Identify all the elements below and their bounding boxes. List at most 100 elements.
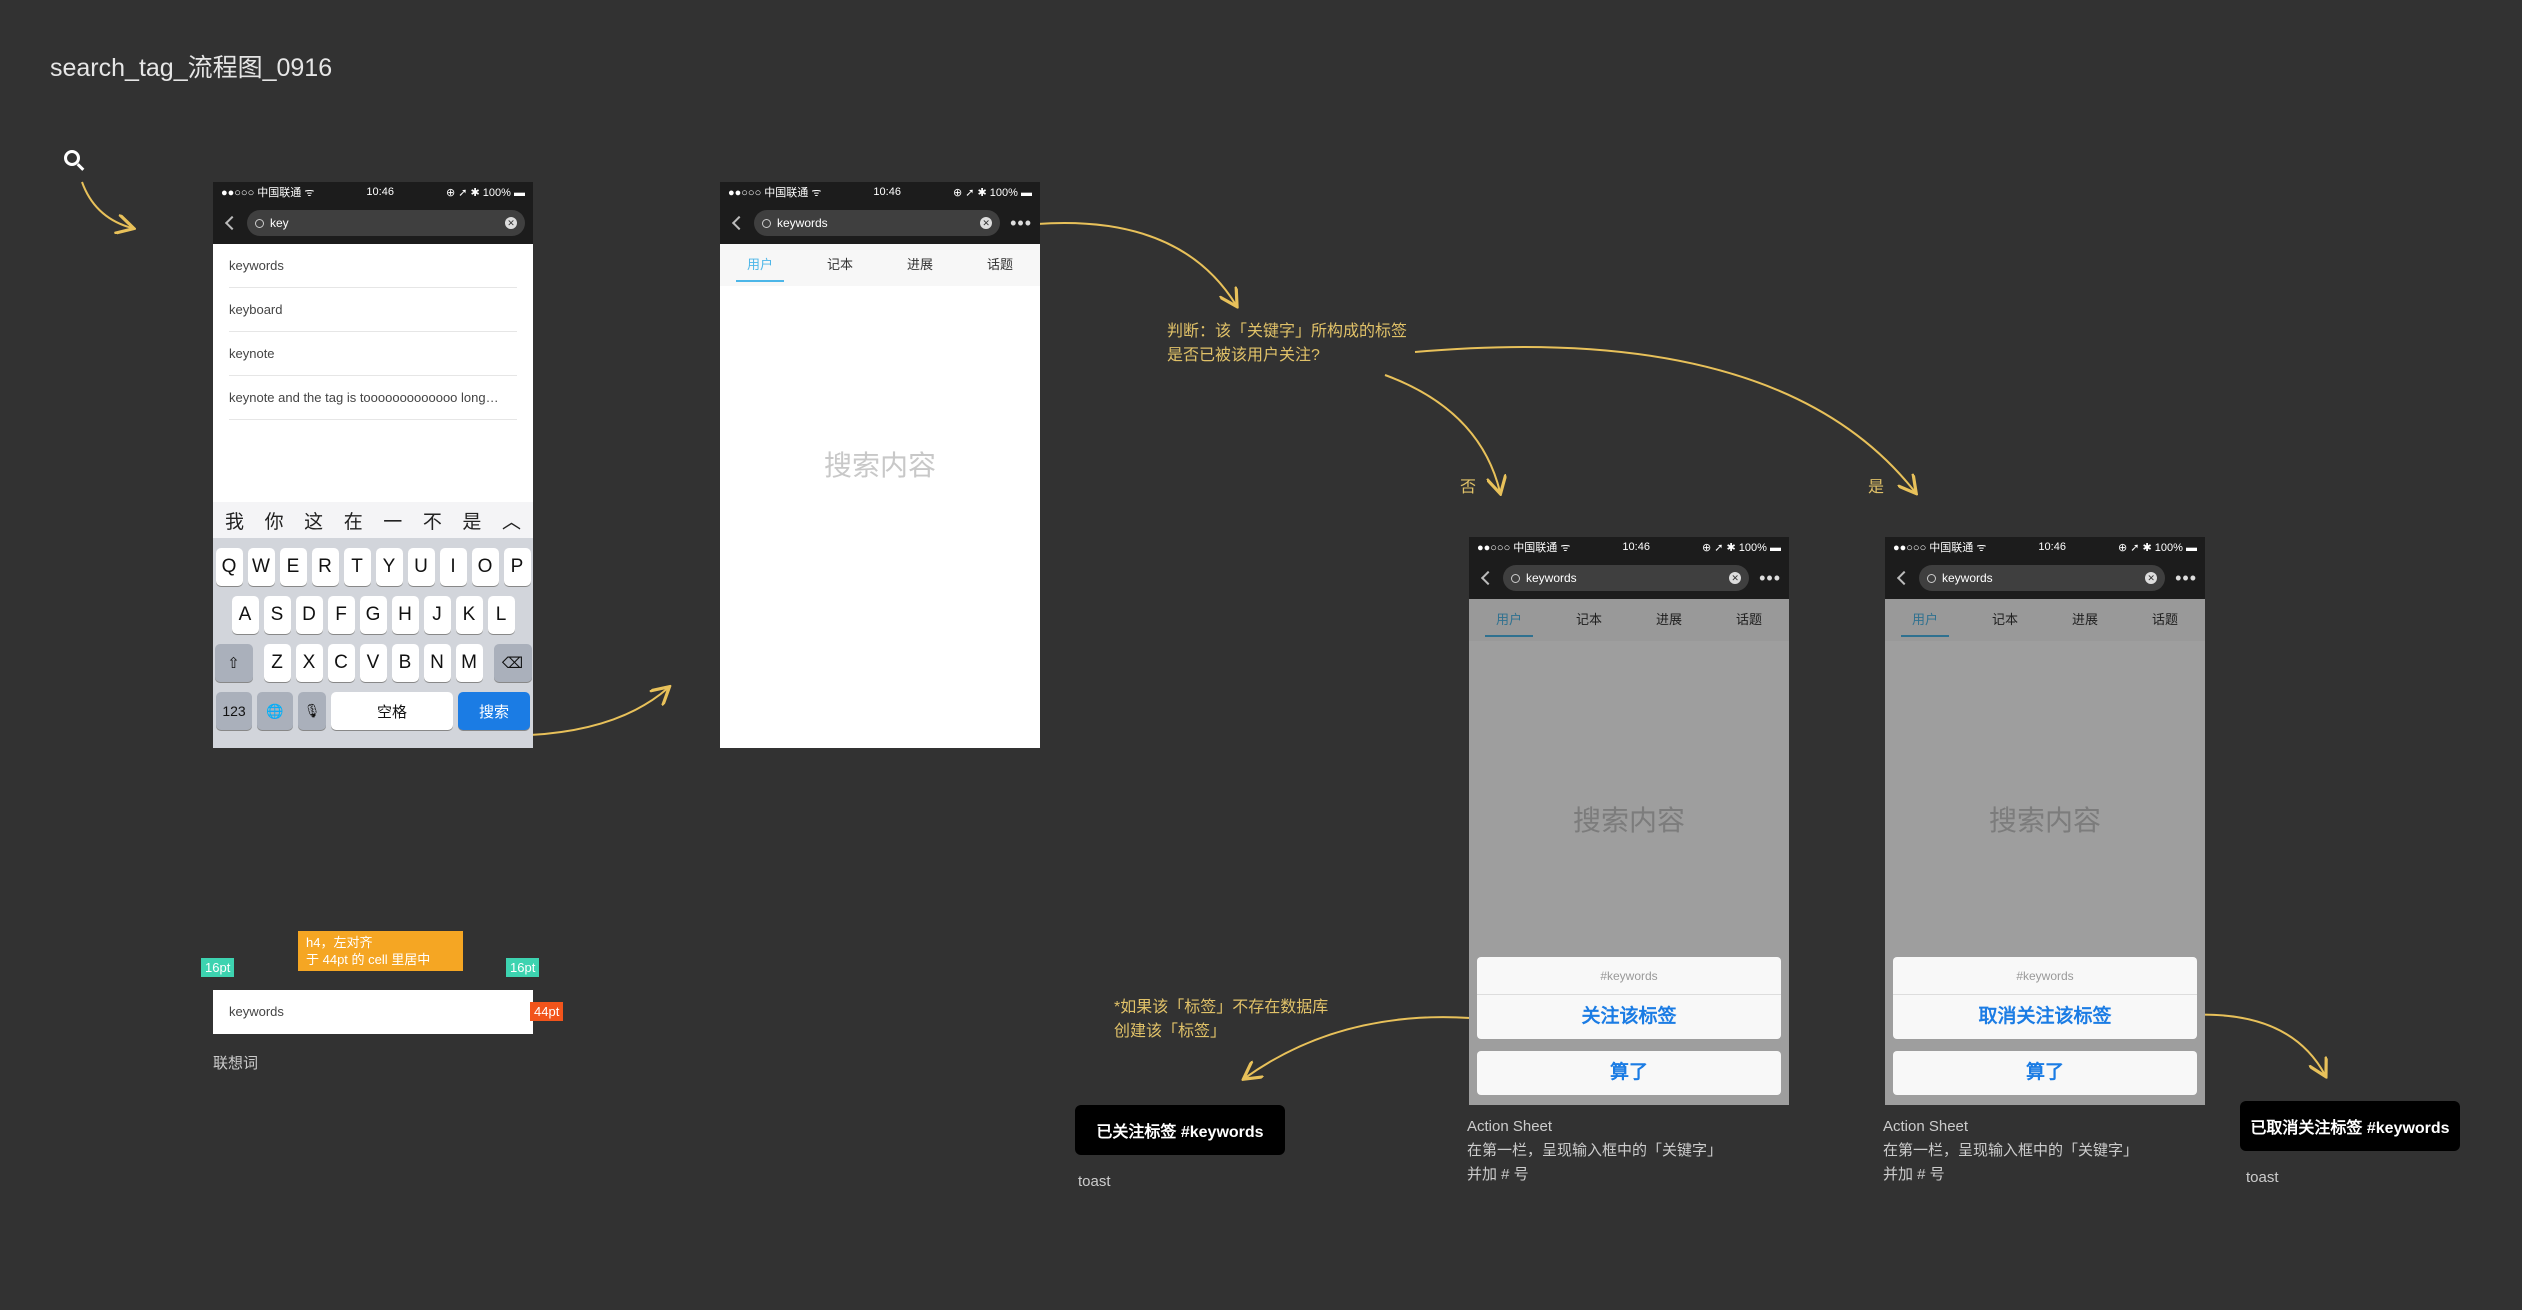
spec-cell: keywords [213,990,533,1034]
nav-bar: keywords ✕ ••• [720,202,1040,244]
mic-key[interactable]: 🎙 [298,692,326,730]
letter-key[interactable]: D [295,596,323,634]
status-bar: ●●○○○ 中国联通 ᯤ 10:46 ⊕ ➚ ✱ 100% ▬ [1885,537,2205,557]
phone-results: ●●○○○ 中国联通 ᯤ 10:46 ⊕ ➚ ✱ 100% ▬ keywords… [720,182,1040,748]
letter-key[interactable]: X [295,644,323,682]
candidate[interactable]: 在 [343,511,363,533]
letter-key[interactable]: R [311,548,339,586]
more-icon[interactable]: ••• [1759,568,1781,588]
back-icon[interactable] [731,215,747,231]
letter-key[interactable]: O [471,548,499,586]
results-placeholder: 搜索内容 [823,450,936,481]
tab-progress[interactable]: 进展 [906,257,933,272]
search-input[interactable]: keywords ✕ [1503,565,1750,591]
letter-key[interactable]: B [391,644,419,682]
tab-topics[interactable]: 话题 [2151,612,2178,627]
follow-tag-button[interactable]: 关注该标签 [1581,1006,1677,1027]
candidate[interactable]: 你 [264,511,284,533]
delete-key[interactable]: ⌫ [493,644,532,682]
letter-key[interactable]: G [359,596,387,634]
letter-key[interactable]: Z [263,644,291,682]
unfollow-tag-button[interactable]: 取消关注该标签 [1978,1006,2112,1027]
cancel-button[interactable]: 算了 [2025,1062,2064,1083]
letter-key[interactable]: H [391,596,419,634]
letter-key[interactable]: V [359,644,387,682]
tab-bar: 用户 记本 进展 话题 [1469,599,1789,641]
back-icon[interactable] [1480,570,1496,586]
tab-users[interactable]: 用户 [734,244,786,286]
search-input[interactable]: key ✕ [247,210,525,236]
letter-key[interactable]: A [231,596,259,634]
spec-right-margin: 16pt [506,958,540,977]
candidate[interactable]: 是 [462,511,482,533]
tab-notebooks[interactable]: 记本 [826,257,853,272]
numbers-key[interactable]: 123 [216,692,252,730]
branch-yes-label: 是 [1868,479,1885,496]
tab-notebooks[interactable]: 记本 [1991,612,2018,627]
letter-key[interactable]: J [423,596,451,634]
tab-topics[interactable]: 话题 [1735,612,1762,627]
letter-key[interactable]: P [503,548,531,586]
tab-users[interactable]: 用户 [1899,599,1951,641]
suggestion-item[interactable]: keynote [229,332,517,376]
candidate[interactable]: 我 [225,511,245,533]
letter-key[interactable]: E [279,548,307,586]
search-key[interactable]: 搜索 [458,692,530,730]
phone-suggestions: ●●○○○ 中国联通 ᯤ 10:46 ⊕ ➚ ✱ 100% ▬ key ✕ ke… [213,182,533,748]
letter-key[interactable]: Y [375,548,403,586]
clear-icon[interactable]: ✕ [980,217,993,229]
space-key[interactable]: 空格 [331,692,453,730]
letter-key[interactable]: I [439,548,467,586]
action-sheet-cancel: 算了 [1477,1051,1781,1095]
letter-key[interactable]: L [487,596,515,634]
spec-caption: 联想词 [213,1055,259,1072]
key-row-4: 123 🌐 🎙 空格 搜索 [213,692,533,730]
cancel-button[interactable]: 算了 [1609,1062,1648,1083]
more-icon[interactable]: ••• [2175,568,2197,588]
suggestion-item[interactable]: keynote and the tag is tooooooooooooo lo… [229,376,517,420]
letter-key[interactable]: S [263,596,291,634]
tab-progress[interactable]: 进展 [1655,612,1682,627]
globe-key[interactable]: 🌐 [257,692,293,730]
clear-icon[interactable]: ✕ [2145,572,2158,584]
tab-users[interactable]: 用户 [1483,599,1535,641]
clear-icon[interactable]: ✕ [505,217,517,229]
back-icon[interactable] [224,215,240,231]
sheet-title: #keywords [1477,957,1781,995]
tab-topics[interactable]: 话题 [986,257,1013,272]
back-icon[interactable] [1896,570,1912,586]
tab-notebooks[interactable]: 记本 [1575,612,1602,627]
search-input[interactable]: keywords ✕ [754,210,1001,236]
letter-key[interactable]: W [247,548,275,586]
letter-key[interactable]: U [407,548,435,586]
tab-progress[interactable]: 进展 [2071,612,2098,627]
suggestion-item[interactable]: keyboard [229,288,517,332]
candidate[interactable]: 不 [422,511,442,533]
tab-bar: 用户 记本 进展 话题 [720,244,1040,286]
arrow-no [1384,374,1500,492]
letter-key[interactable]: T [343,548,371,586]
clear-icon[interactable]: ✕ [1729,572,1742,584]
shift-key[interactable]: ⇧ [214,644,253,682]
more-icon[interactable]: ••• [1010,213,1032,233]
branch-no-label: 否 [1460,479,1477,496]
suggestion-item[interactable]: keywords [229,244,517,288]
candidate[interactable]: 这 [304,511,324,533]
letter-key[interactable]: F [327,596,355,634]
search-input[interactable]: keywords ✕ [1919,565,2166,591]
arrow-to-results [529,688,668,736]
arrow-yes [1414,346,1915,492]
search-icon [64,150,80,166]
letter-key[interactable]: C [327,644,355,682]
candidates-expand-icon[interactable]: ︿ [501,511,521,533]
letter-key[interactable]: K [455,596,483,634]
letter-key[interactable]: Q [215,548,243,586]
letter-key[interactable]: M [455,644,483,682]
status-bar: ●●○○○ 中国联通 ᯤ 10:46 ⊕ ➚ ✱ 100% ▬ [1469,537,1789,557]
action-sheet-desc-unfollow: Action Sheet 在第一栏，呈现输入框中的「关键字」 并加 # 号 [1883,1118,2139,1183]
candidate[interactable]: 一 [383,511,403,533]
letter-key[interactable]: N [423,644,451,682]
